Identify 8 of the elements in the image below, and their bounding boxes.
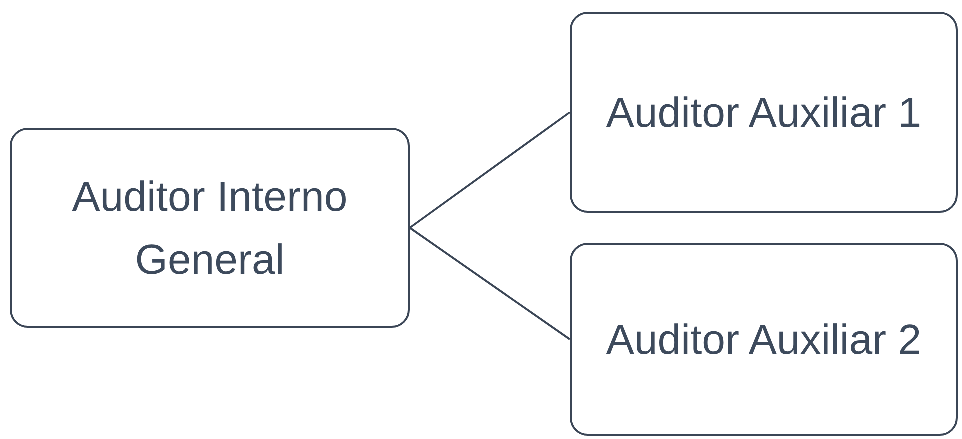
connector-line: [409, 227, 571, 340]
box-label: Auditor Auxiliar 1: [606, 88, 922, 138]
box-label: Auditor Interno General: [71, 172, 349, 285]
rounded-box: [10, 128, 410, 328]
box-label: Auditor Auxiliar 2: [606, 315, 922, 365]
rounded-box: [570, 243, 958, 436]
rounded-box: [570, 12, 958, 213]
connector-line: [409, 112, 571, 229]
